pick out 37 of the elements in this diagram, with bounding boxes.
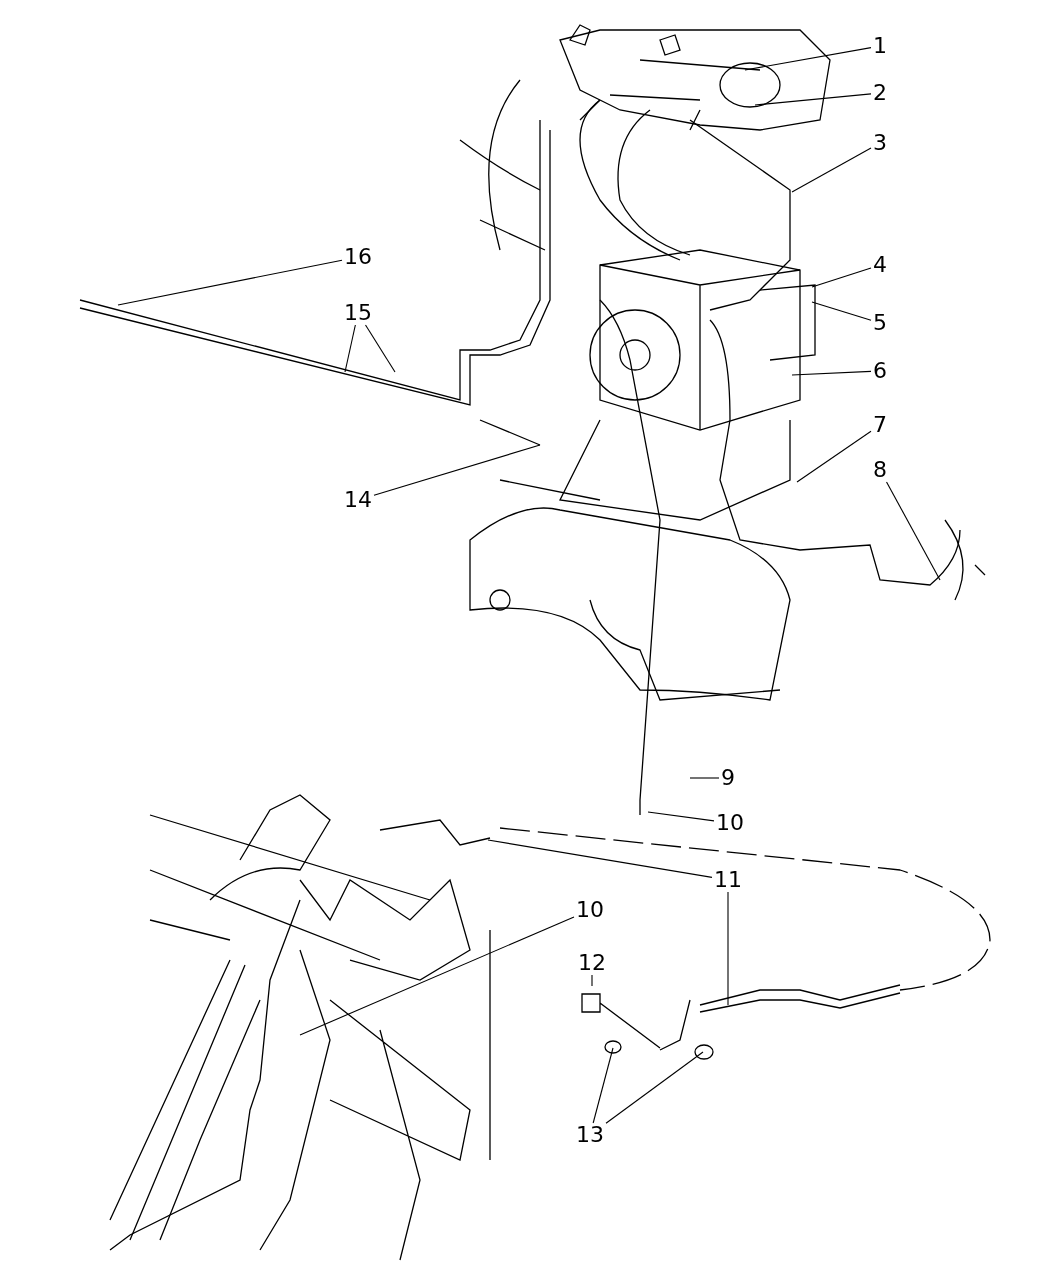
callout-number: 12 <box>576 951 608 975</box>
callout-number: 10 <box>574 898 606 922</box>
leader-line <box>796 430 872 483</box>
leader-line <box>344 324 356 373</box>
leader-line <box>791 370 872 376</box>
callout-number: 15 <box>342 301 374 325</box>
leader-line <box>299 916 575 1036</box>
leader-line <box>364 324 396 373</box>
leader-line <box>605 1051 704 1124</box>
leader-line <box>811 267 872 288</box>
callout-number: 11 <box>712 868 744 892</box>
leader-line <box>791 147 872 193</box>
callout-number: 5 <box>871 311 889 335</box>
callout-number: 3 <box>871 131 889 155</box>
callout-number: 14 <box>342 488 374 512</box>
callout-number: 7 <box>871 413 889 437</box>
leader-line <box>373 444 541 496</box>
leader-line <box>117 259 343 306</box>
leader-line <box>744 47 872 71</box>
callout-number: 10 <box>714 811 746 835</box>
leader-line <box>592 1047 614 1124</box>
callout-number: 1 <box>871 34 889 58</box>
leader-line <box>727 891 729 1006</box>
callout-number: 16 <box>342 245 374 269</box>
callout-number: 9 <box>719 766 737 790</box>
leader-line <box>886 481 941 581</box>
callout-number: 2 <box>871 81 889 105</box>
leader-line <box>487 839 713 878</box>
callout-number: 6 <box>871 359 889 383</box>
leader-line <box>811 301 872 321</box>
leader-line <box>689 777 720 779</box>
callout-number: 8 <box>871 458 889 482</box>
leader-line <box>591 974 593 987</box>
callout-number: 13 <box>574 1123 606 1147</box>
leader-line <box>647 811 715 822</box>
callout-number: 4 <box>871 253 889 277</box>
leader-line <box>754 93 872 106</box>
